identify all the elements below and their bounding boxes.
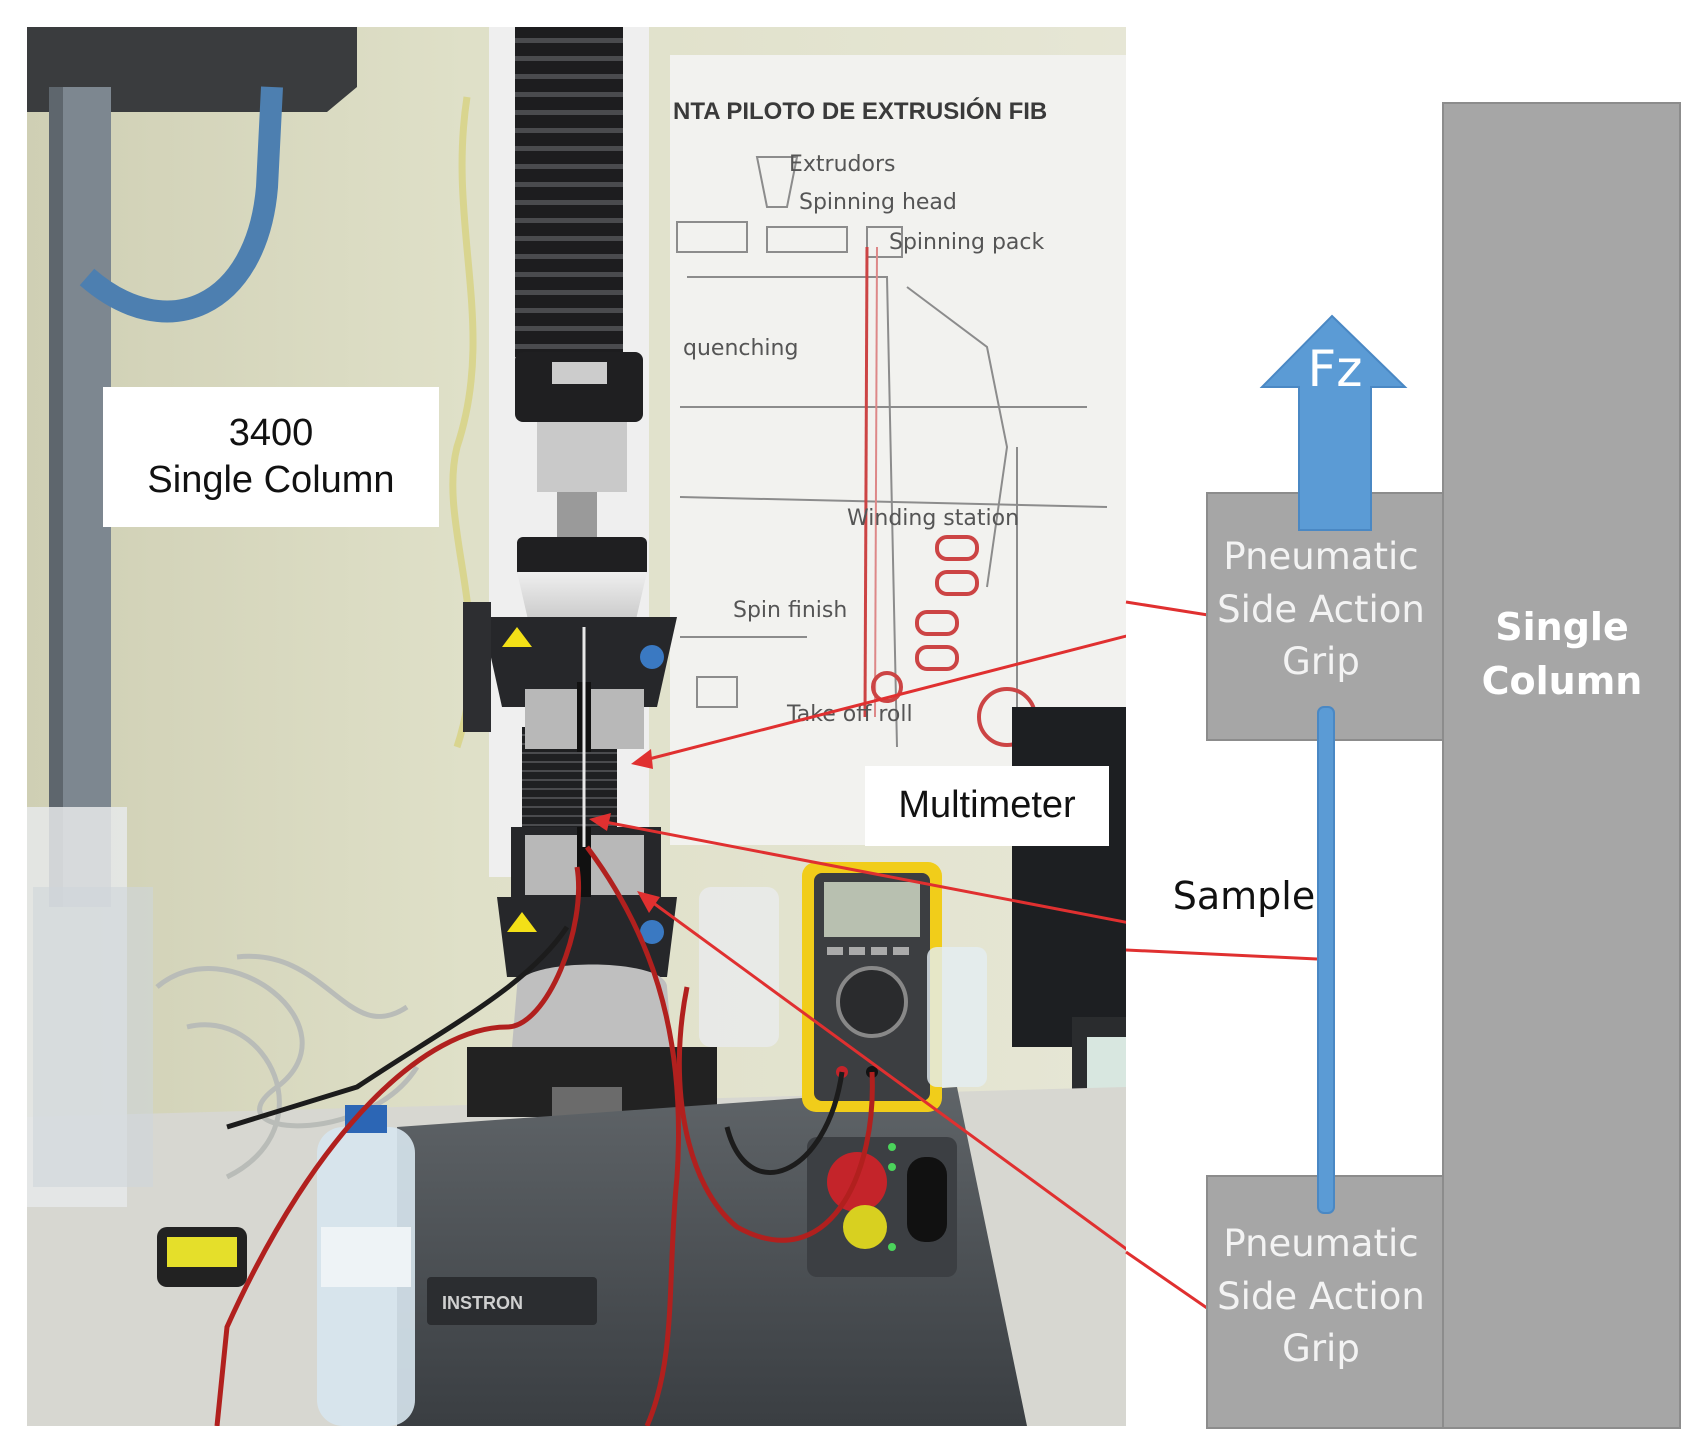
poster-label-spin-finish: Spin finish [733, 598, 847, 623]
brand-logo: INSTRON [442, 1293, 523, 1313]
poster-label-spinning-pack: Spinning pack [889, 230, 1044, 255]
upper-grip [463, 602, 677, 752]
pointer-upper-grip [648, 634, 1126, 761]
sample-bar [1317, 706, 1335, 1214]
single-column-block [1442, 102, 1681, 1429]
callout-pointers [604, 634, 1126, 1251]
tensile-test-photo: NTA PILOTO DE EXTRUSIÓN FIB [27, 27, 1126, 1426]
poster-label-spinning-head: Spinning head [799, 190, 957, 215]
force-arrow [1259, 314, 1408, 531]
monitor [1012, 707, 1126, 1047]
single-column-label-line-1: Single [1495, 605, 1629, 649]
poster-label-extrudors: Extrudors [789, 152, 895, 177]
callout-model-line-1: 3400 [228, 411, 314, 454]
poster-title: NTA PILOTO DE EXTRUSIÓN FIB [673, 97, 1047, 125]
lower-grip-label-line-2: Side Action [1217, 1274, 1425, 1318]
callout-multimeter-label: Multimeter [865, 766, 1109, 846]
poster-label-quenching: quenching [683, 336, 798, 361]
upper-grip-label-line-3: Grip [1282, 640, 1360, 684]
sample-label: Sample [1172, 874, 1316, 918]
lower-grip-label: Pneumatic Side Action Grip [1203, 1218, 1439, 1376]
wall-poster: NTA PILOTO DE EXTRUSIÓN FIB [670, 55, 1126, 845]
single-column-label: Single Column [1444, 601, 1680, 709]
lower-grip-label-line-3: Grip [1282, 1327, 1360, 1371]
pointer-lower-grip [651, 900, 1126, 1251]
single-column-label-line-2: Column [1481, 658, 1643, 703]
callout-model-label: 3400 Single Column [103, 387, 439, 527]
upper-grip-label: Pneumatic Side Action Grip [1203, 531, 1439, 689]
upper-grip-label-line-2: Side Action [1217, 587, 1425, 631]
blue-hose [79, 86, 283, 323]
multimeter-device [802, 862, 942, 1112]
force-label: Fz [1307, 340, 1363, 398]
callout-model-line-2: Single Column [147, 459, 395, 501]
lower-grip-label-line-1: Pneumatic [1223, 1222, 1419, 1265]
callout-multimeter-text: Multimeter [898, 784, 1076, 827]
arrowhead-upper-grip [631, 749, 653, 769]
arrowhead-lower-grip [637, 891, 660, 913]
upper-grip-label-line-1: Pneumatic [1223, 535, 1419, 578]
pointer-sample [604, 820, 1126, 924]
arrowhead-sample [589, 813, 611, 831]
machine-base: INSTRON [397, 1087, 1027, 1426]
poster-label-winding-station: Winding station [847, 506, 1019, 531]
